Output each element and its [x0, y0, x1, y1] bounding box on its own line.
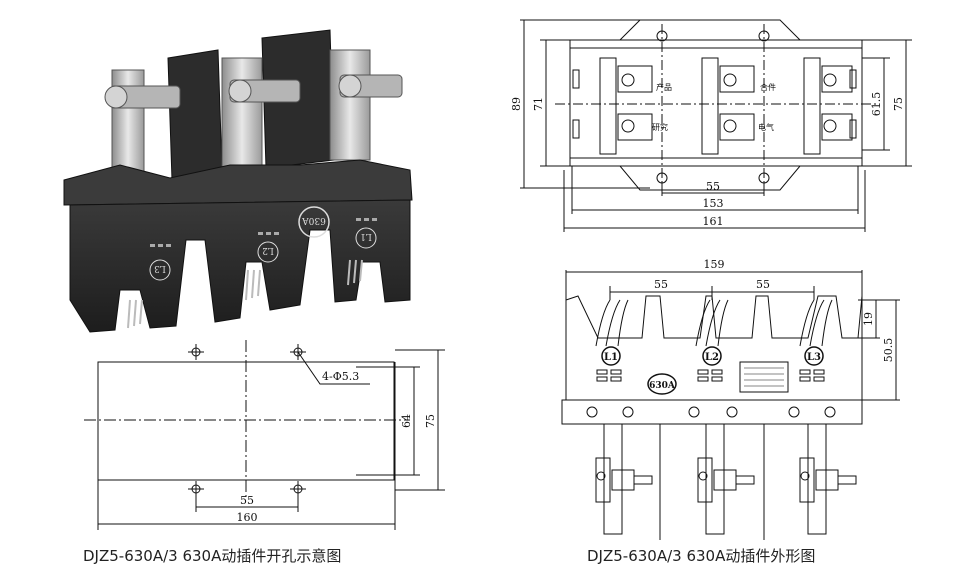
dim-label-153: 153: [703, 197, 724, 210]
dim-label-19: 19: [862, 312, 875, 326]
mount-hole-bl: [188, 481, 204, 497]
dim-label-159: 159: [704, 258, 725, 271]
dim-label-55: 55: [240, 494, 254, 507]
contact-fingers-1: [595, 299, 629, 347]
label-fragment-1: 产品: [656, 82, 672, 92]
front-top-profile: [565, 295, 863, 401]
clamp-group-2: [701, 57, 755, 155]
mount-hole-br: [290, 481, 306, 497]
clamp-group-1: [599, 57, 653, 155]
blade-assembly-2: [697, 423, 755, 535]
blade-assembly-1: [595, 423, 653, 535]
front-label-l2: L2: [705, 352, 719, 363]
dim-label-55-top: 55: [706, 180, 720, 193]
caption-cutout: DJZ5-630A/3 630A动插件开孔示意图: [83, 547, 342, 565]
label-fragment-4: 电气: [758, 122, 774, 132]
dim-label-89: 89: [510, 97, 523, 111]
label-fragment-3: 研究: [652, 122, 668, 132]
top-view-outer: [569, 39, 863, 167]
dim-label-61-5: 61.5: [870, 92, 883, 117]
contact-fingers-2: [695, 299, 729, 347]
front-label-l1: L1: [604, 352, 618, 363]
blade-assembly-3: [799, 423, 857, 535]
dim-label-64: 64: [400, 414, 413, 428]
dim-label-71: 71: [532, 97, 545, 111]
dim-label-55-left: 55: [654, 278, 668, 291]
nameplate: [739, 361, 789, 393]
dim-label-75: 75: [424, 414, 437, 428]
dim-label-161: 161: [703, 215, 724, 228]
label-fragment-2: 合件: [760, 82, 776, 92]
dim-label-75-top: 75: [892, 97, 905, 111]
clamp-group-3: [803, 57, 853, 155]
mount-hole-tl: [188, 344, 204, 360]
dim-label-160: 160: [237, 511, 258, 524]
hole-leader: [297, 351, 370, 385]
caption-outline: DJZ5-630A/3 630A动插件外形图: [587, 547, 816, 565]
dim-label-55-right: 55: [756, 278, 770, 291]
front-label-l3: L3: [807, 352, 821, 363]
dim-label-50-5: 50.5: [882, 338, 895, 363]
contact-fingers-3: [799, 299, 833, 347]
front-base: [561, 399, 863, 425]
front-rating-630a: 630A: [649, 381, 676, 391]
hole-note: 4-Φ5.3: [322, 370, 359, 383]
